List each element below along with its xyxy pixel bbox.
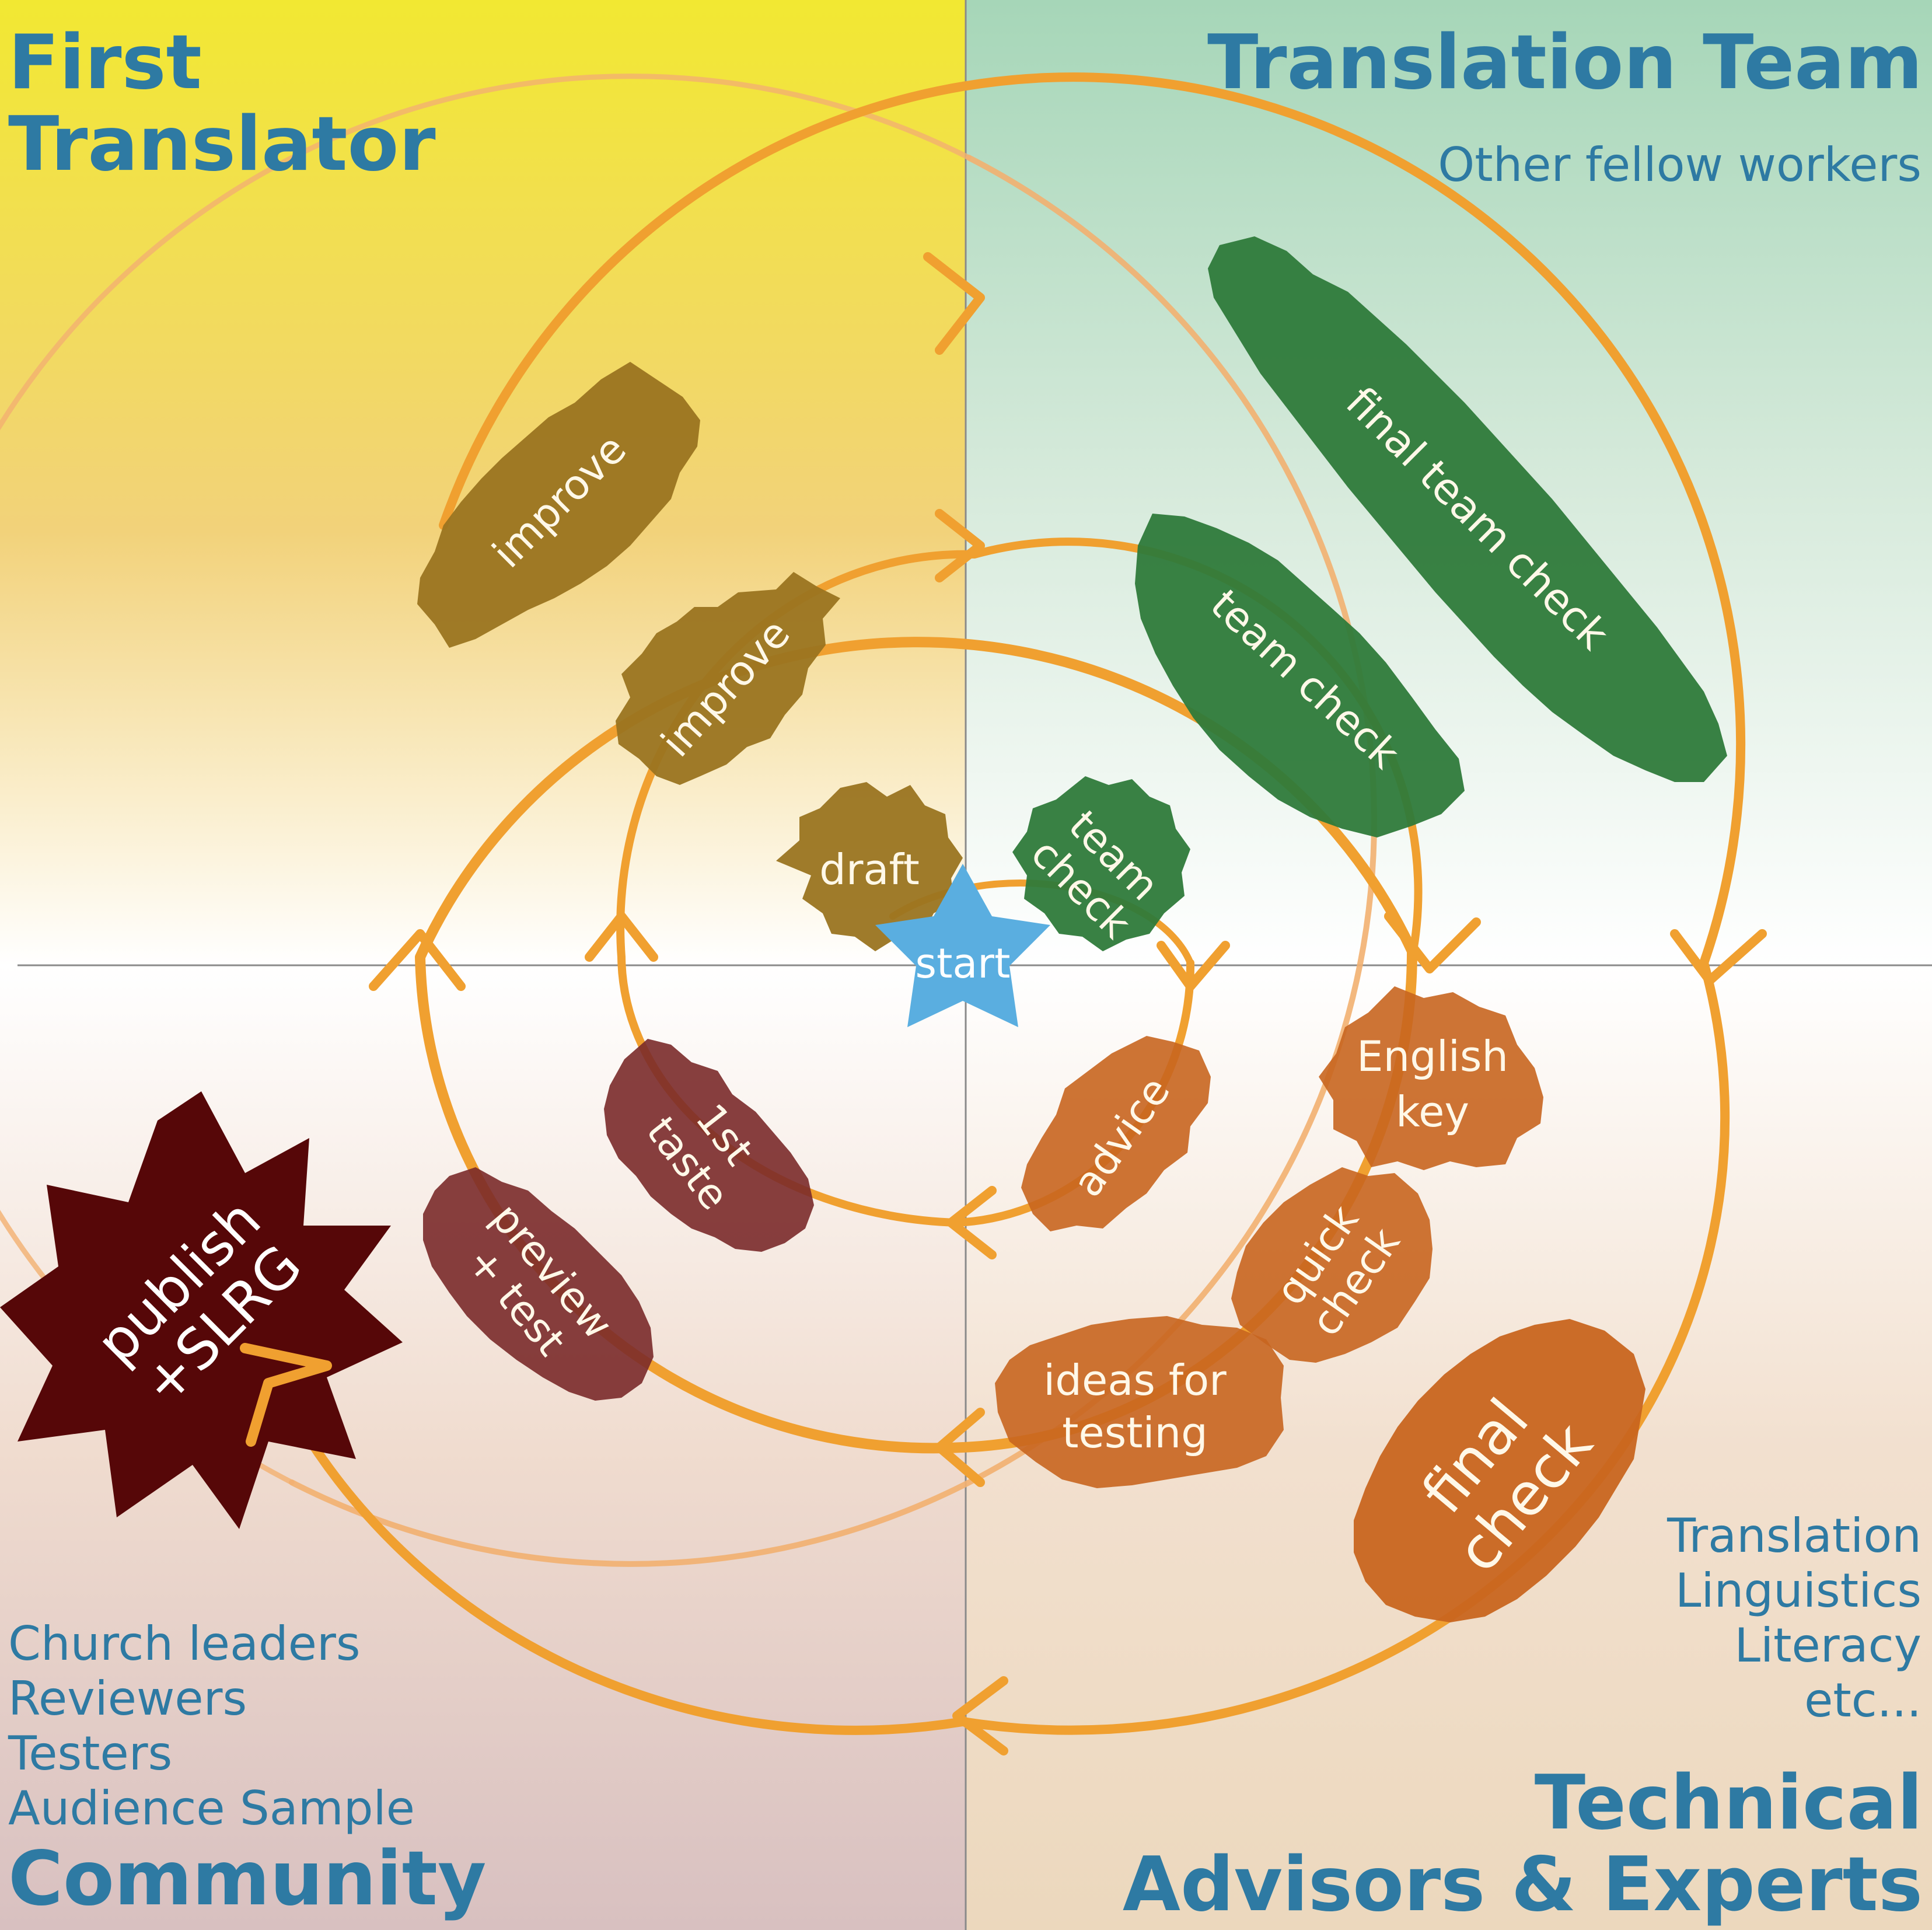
community-person: Church leaders	[8, 1617, 361, 1671]
technical-advisors-title: Technical Advisors & Experts	[1123, 1763, 1923, 1926]
spiral-ring-outer-return	[0, 73, 972, 1485]
start-label: start	[915, 940, 1010, 987]
first-translator-title: First Translator	[8, 22, 436, 186]
english-key-blob	[1319, 986, 1543, 1170]
community-person: Audience Sample	[8, 1781, 415, 1835]
step-publish: publish +SLRG	[0, 1091, 403, 1529]
start-star-icon	[875, 864, 1050, 1027]
community-person: Reviewers	[8, 1671, 247, 1726]
arrow-icon	[923, 252, 985, 355]
improve-inner-blob	[616, 572, 840, 785]
arrow-icon	[585, 912, 658, 962]
arrow-icon	[1384, 912, 1481, 973]
draft-blob	[776, 782, 963, 951]
english-key-line2: key	[1396, 1087, 1469, 1136]
community-title: Community	[8, 1835, 487, 1922]
step-quick-check: quick check	[1231, 1167, 1433, 1363]
technical-advisors-title-line2: Advisors & Experts	[1122, 1841, 1923, 1928]
step-team-check-inner: team check	[1012, 776, 1190, 951]
arrow-icon	[1157, 941, 1230, 991]
ideas-for-testing-line2: testing	[1062, 1408, 1208, 1457]
improve-outer-blob	[417, 362, 700, 648]
advice-blob	[1021, 1036, 1211, 1231]
arrow-icon	[935, 509, 985, 582]
arrow-icon	[1670, 929, 1767, 985]
step-start: start	[875, 864, 1050, 1027]
translation-team-title: Translation Team	[1207, 19, 1923, 106]
first-taste-blob	[604, 1039, 814, 1252]
draft-label: draft	[819, 845, 920, 894]
community-people-list: Church leaders Reviewers Testers Audienc…	[8, 1617, 415, 1836]
step-draft: draft	[776, 782, 963, 951]
arrowheads	[236, 252, 1767, 1756]
quick-check-blob	[1231, 1167, 1433, 1363]
team-check-middle-blob	[1135, 514, 1465, 837]
team-check-inner-blob	[1012, 776, 1190, 951]
publish-arrow-icon	[240, 1343, 332, 1447]
publish-star-icon	[0, 1091, 403, 1529]
translation-team-subtitle: Other fellow workers	[1438, 138, 1921, 192]
technical-area: Linguistics	[1675, 1563, 1921, 1618]
technical-advisors-title-line1: Technical	[1534, 1760, 1923, 1847]
spiral-ring-3	[275, 72, 1746, 1735]
first-translator-title-line2: Translator	[8, 101, 436, 188]
preview-test-blob	[423, 1167, 654, 1401]
step-final-check: final check	[1354, 1319, 1645, 1622]
technical-area: Literacy	[1734, 1618, 1921, 1673]
technical-area: etc...	[1804, 1673, 1921, 1727]
technical-area: Translation	[1667, 1509, 1921, 1563]
arrow-icon	[952, 1676, 1008, 1756]
english-key-line1: English	[1357, 1032, 1508, 1081]
arrow-icon	[369, 929, 466, 991]
final-check-blob	[1354, 1319, 1645, 1622]
technical-people-list: Translation Linguistics Literacy etc...	[1667, 1509, 1921, 1728]
ideas-for-testing-blob	[995, 1316, 1284, 1488]
step-english-key: English key	[1319, 986, 1543, 1170]
final-team-check-blob	[1208, 236, 1727, 782]
community-person: Testers	[8, 1726, 173, 1781]
arrow-icon	[946, 1186, 997, 1259]
first-translator-title-line1: First	[8, 19, 202, 106]
spiral-ring-outer	[289, 155, 1377, 1567]
step-first-taste: 1st taste	[604, 1039, 814, 1252]
ideas-for-testing-line1: ideas for	[1043, 1356, 1227, 1405]
arrow-icon	[935, 1408, 985, 1487]
step-ideas-for-testing: ideas for testing	[995, 1316, 1284, 1488]
